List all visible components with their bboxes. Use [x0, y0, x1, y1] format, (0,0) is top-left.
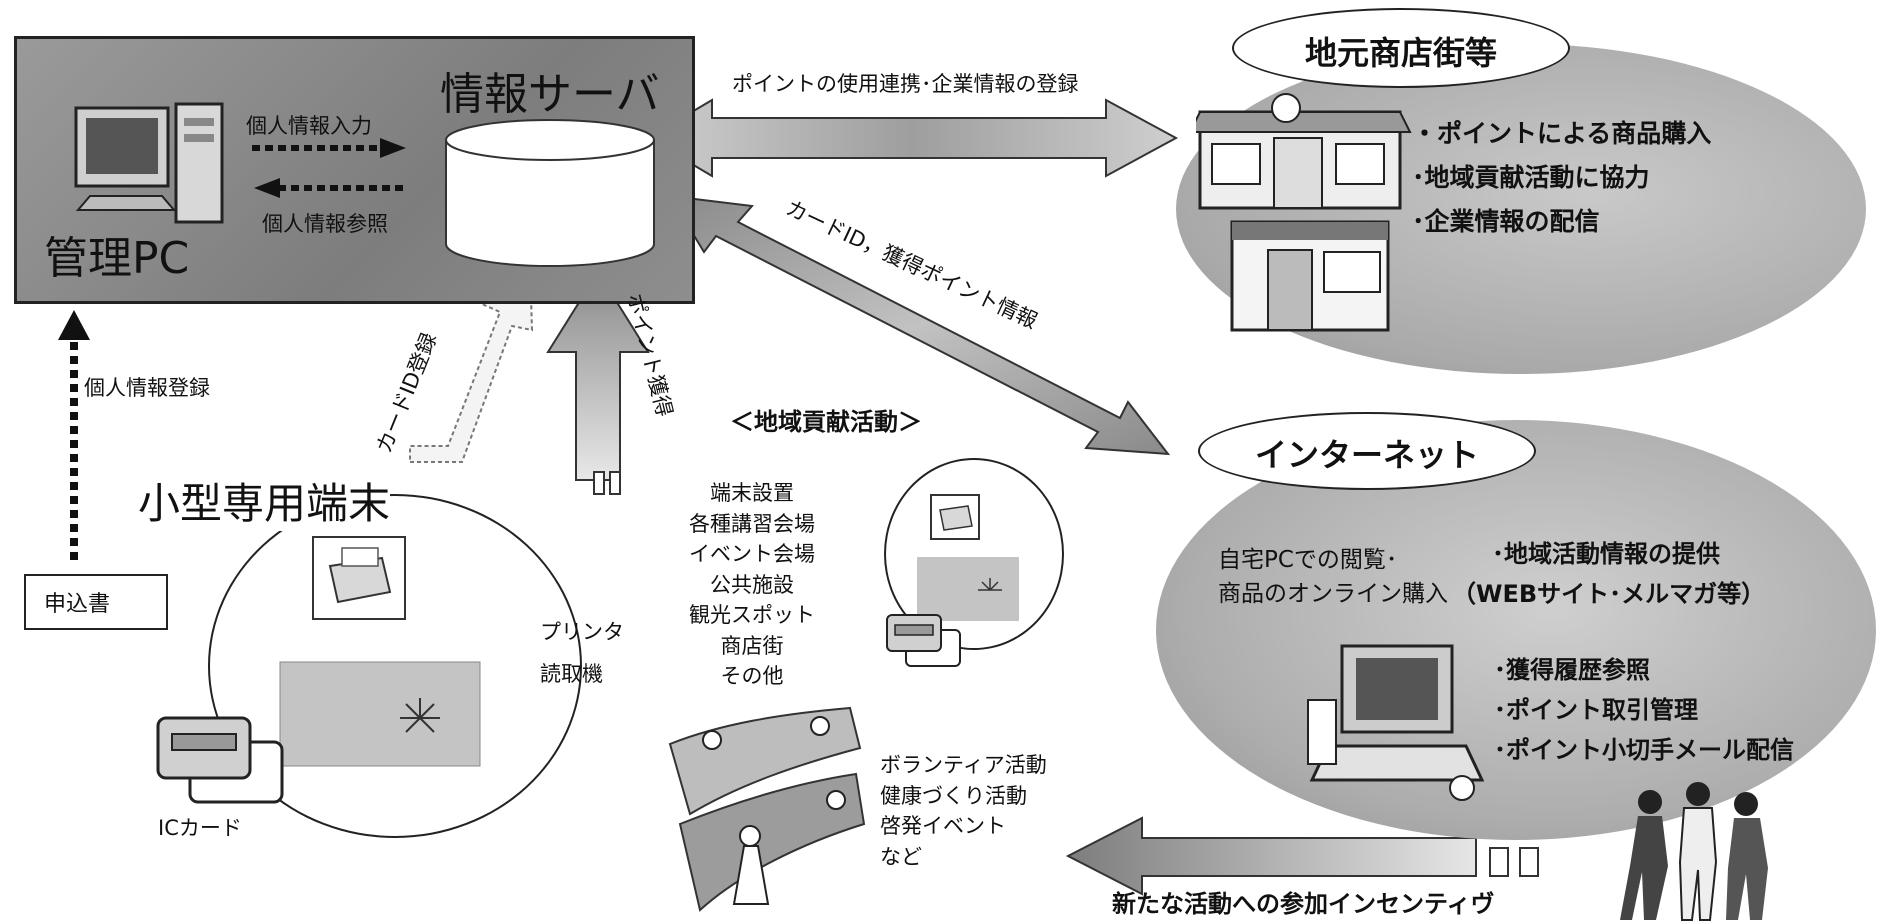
location-item: 各種講習会場	[689, 511, 815, 536]
personal-info-view-label: 個人情報参照	[262, 212, 388, 236]
printer-label: プリンタ	[540, 620, 624, 644]
ic-card-icon	[156, 716, 284, 804]
terminal-title: 小型専用端末	[138, 470, 391, 531]
personal-info-register-label: 個人情報登録	[84, 376, 210, 400]
internet-service-list: ･獲得履歴参照 ･ポイント取引管理 ･ポイント小切手メール配信	[1494, 650, 1794, 770]
shop-front-clipart	[1196, 93, 1412, 332]
printer-icon	[312, 536, 406, 620]
local-shop-items: ・ポイントによる商品購入 ･地域貢献活動に協力 ･企業情報の配信	[1412, 112, 1711, 244]
input-dotted-arrow	[252, 138, 406, 158]
home-computer-clipart	[1307, 644, 1484, 801]
sync-arrow-label: ポイントの使用連携･企業情報の登録	[732, 72, 1079, 96]
location-item: 商店街	[720, 633, 784, 658]
location-list: 端末設置 各種講習会場 イベント会場 公共施設 観光スポット 商店街 その他	[660, 478, 844, 692]
reader-label: 読取機	[540, 662, 603, 686]
activity-item: 健康づくり活動	[880, 783, 1027, 808]
admin-computer-icon	[74, 102, 224, 224]
small-reader-icon	[917, 557, 1019, 621]
local-shop-item: ･企業情報の配信	[1412, 207, 1600, 236]
reader-device-icon	[279, 661, 481, 767]
internet-region	[1156, 420, 1876, 840]
incentive-label: 新たな活動への参加インセンティヴ	[1112, 890, 1495, 918]
incentive-arrow	[1065, 816, 1477, 896]
internet-service-item: ･ポイント取引管理	[1494, 696, 1698, 724]
activity-item: 啓発イベント	[880, 814, 1006, 838]
location-item: 公共施設	[710, 572, 794, 597]
internet-service-item: ･獲得履歴参照	[1494, 656, 1650, 684]
database-icon	[445, 119, 655, 267]
internet-service-item: ･ポイント小切手メール配信	[1494, 736, 1794, 764]
sync-double-arrow	[646, 98, 1179, 178]
personal-info-input-label: 個人情報入力	[246, 114, 372, 138]
location-item: その他	[720, 664, 784, 688]
internet-info-line-2: （WEBサイト･メルマガ等）	[1452, 580, 1766, 608]
people-group-clipart	[1620, 782, 1768, 921]
people-walking-clipart	[668, 706, 866, 912]
local-shops-header-text: 地元商店街等	[1304, 34, 1497, 72]
admin-pc-label: 管理PC	[44, 233, 190, 284]
location-item: イベント会場	[689, 542, 815, 566]
location-item: 観光スポット	[689, 603, 815, 627]
activity-item: ボランティア活動	[880, 753, 1047, 777]
application-form: 申込書	[24, 574, 168, 630]
internet-header-text: インターネット	[1254, 436, 1479, 474]
home-pc-line-2: 商品のオンライン購入	[1218, 581, 1448, 607]
local-shop-item: ･地域貢献活動に協力	[1412, 163, 1650, 192]
view-dotted-arrow	[254, 178, 408, 198]
application-form-label: 申込書	[44, 592, 111, 617]
local-shop-item: ・ポイントによる商品購入	[1412, 119, 1712, 148]
card-info-double-arrow	[668, 194, 1171, 456]
internet-info-line-1: ･地域活動情報の提供	[1492, 540, 1720, 568]
ic-card-label: ICカード	[158, 816, 242, 840]
activity-item: など	[880, 844, 922, 869]
server-title: 情報サーバ	[440, 69, 660, 120]
small-printer-icon	[930, 494, 980, 540]
small-card-icon	[886, 614, 961, 667]
location-item: 端末設置	[710, 481, 794, 505]
internet-header: インターネット	[1198, 412, 1536, 490]
point-acquire-arrow	[546, 270, 650, 481]
activity-list: ボランティア活動 健康づくり活動 啓発イベント など	[880, 750, 1047, 872]
home-pc-line-1: 自宅PCでの閲覧･	[1218, 547, 1398, 573]
local-shops-header: 地元商店街等	[1232, 8, 1570, 88]
community-header: ＜地域貢献活動＞	[730, 408, 922, 436]
